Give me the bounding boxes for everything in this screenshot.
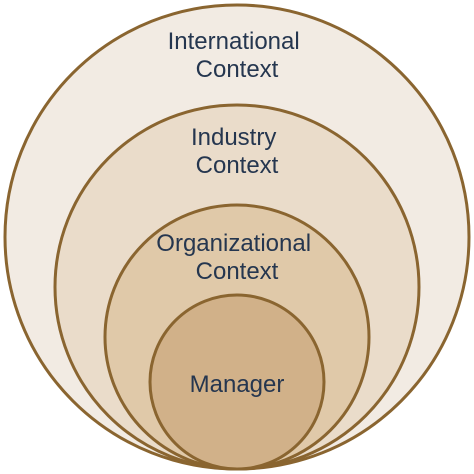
manager-label: Manager <box>190 371 285 398</box>
manager-circle <box>148 293 326 471</box>
international-context-label-line-1: International <box>168 28 300 55</box>
industry-context-label-line-1: Industry <box>191 124 276 151</box>
organizational-context-label: Organizational Context <box>156 230 317 285</box>
international-context-label: International Context <box>168 28 307 83</box>
international-context-label-line-2: Context <box>196 56 279 83</box>
industry-context-label: Industry Context <box>191 124 283 179</box>
manager-label-line-1: Manager <box>190 371 285 398</box>
organizational-context-label-line-1: Organizational <box>156 230 311 257</box>
industry-context-label-line-2: Context <box>196 152 279 179</box>
organizational-context-label-line-2: Context <box>196 258 279 285</box>
